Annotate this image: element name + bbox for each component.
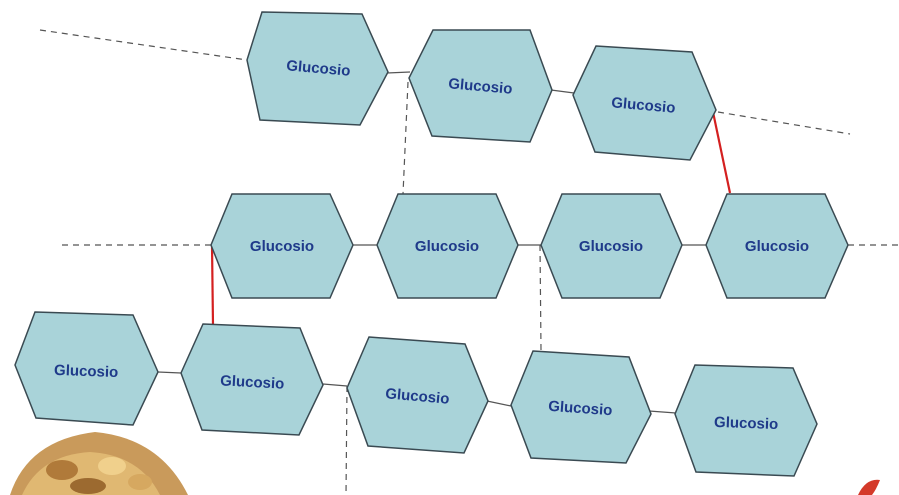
glucose-unit-middle-2: Glucosio xyxy=(376,193,519,299)
glucose-label: Glucosio xyxy=(385,385,450,408)
glucose-label: Glucosio xyxy=(415,238,479,255)
glucose-label: Glucosio xyxy=(250,238,314,255)
glucose-unit-bottom-2: Glucosio xyxy=(180,323,324,436)
glucose-label: Glucosio xyxy=(745,238,809,255)
glucose-label: Glucosio xyxy=(548,398,613,419)
glucose-label: Glucosio xyxy=(448,75,513,98)
glucose-label: Glucosio xyxy=(714,414,779,433)
glucose-unit-bottom-1: Glucosio xyxy=(14,311,159,426)
glucose-unit-middle-1: Glucosio xyxy=(210,193,354,299)
glucose-unit-middle-4: Glucosio xyxy=(705,193,849,299)
glucose-unit-bottom-4: Glucosio xyxy=(510,350,652,464)
branch-links xyxy=(210,111,732,326)
glucose-label: Glucosio xyxy=(286,57,351,80)
glucose-unit-top-2: Glucosio xyxy=(408,29,553,143)
chain-dashed-lines xyxy=(39,29,899,495)
glucose-unit-bottom-3: Glucosio xyxy=(346,336,489,454)
glucose-label: Glucosio xyxy=(220,372,285,392)
glucose-unit-top-3: Glucosio xyxy=(572,45,717,161)
chain-solid-links xyxy=(157,71,706,414)
pasta-photo-fragment xyxy=(10,432,188,495)
glucose-unit-bottom-5: Glucosio xyxy=(674,364,818,477)
glucose-label: Glucosio xyxy=(611,94,676,117)
glucose-label: Glucosio xyxy=(54,362,119,381)
glucose-label: Glucosio xyxy=(579,238,643,255)
glucose-unit-middle-3: Glucosio xyxy=(540,193,683,299)
red-decoration-fragment xyxy=(858,479,880,495)
glucose-unit-top-1: Glucosio xyxy=(246,11,389,126)
